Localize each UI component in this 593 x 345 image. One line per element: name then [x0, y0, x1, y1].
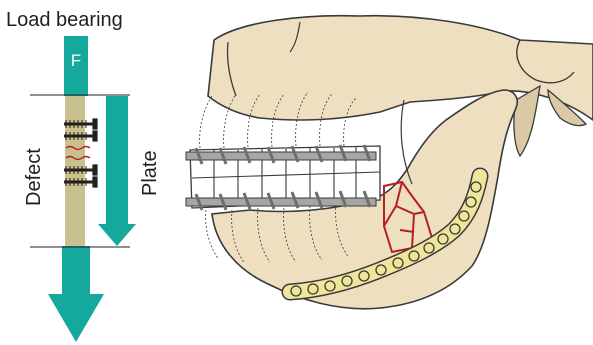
force-arrow-lower	[62, 246, 90, 296]
force-label: F	[71, 51, 81, 70]
plate-arrow-shaft	[106, 96, 128, 226]
force-arrowhead	[48, 294, 104, 342]
diagram-title: Load bearing	[6, 9, 123, 31]
defect-label: Defect	[23, 148, 45, 206]
skull-illustration	[186, 16, 593, 309]
plate-label: Plate	[139, 150, 161, 196]
plate-arrowhead	[98, 224, 136, 246]
